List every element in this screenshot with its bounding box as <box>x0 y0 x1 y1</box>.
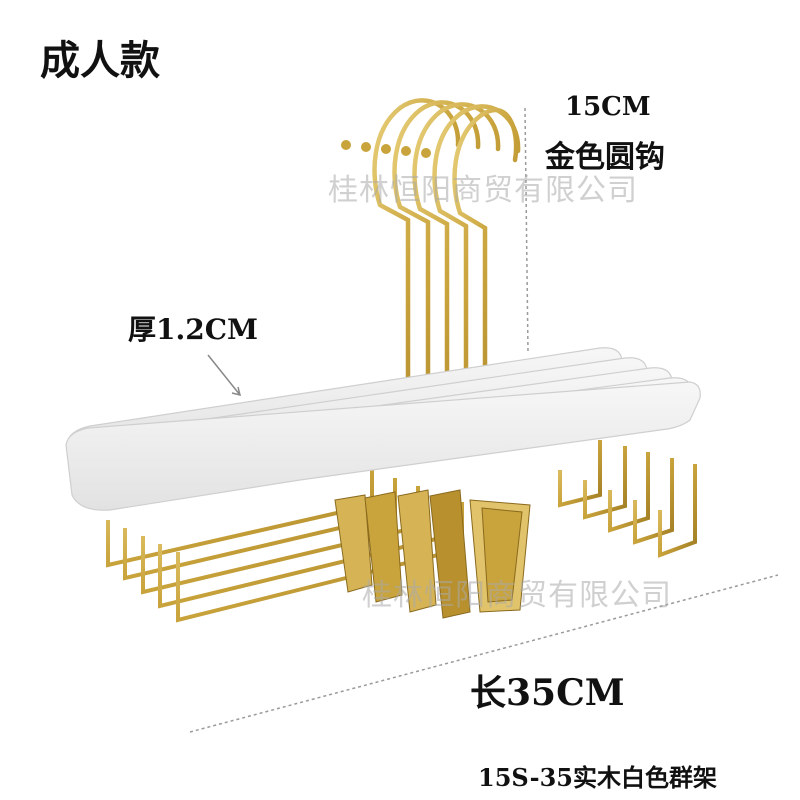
hook-size-label: 15CM <box>565 92 651 122</box>
wooden-bars <box>65 347 701 511</box>
watermark-bottom: 桂林恒阳商贸有限公司 <box>362 578 672 613</box>
thickness-arrow <box>207 354 241 396</box>
thickness-arrow-head <box>231 386 242 397</box>
thickness-label: 厚1.2CM <box>128 313 258 346</box>
watermark-top: 桂林恒阳商贸有限公司 <box>328 173 638 208</box>
hook-description-label: 金色圆钩 <box>545 140 665 175</box>
page-title: 成人款 <box>40 38 160 84</box>
gold-clips <box>334 489 531 619</box>
wire-loops <box>106 440 697 623</box>
gold-hooks <box>372 98 521 415</box>
model-label: 15S-35实木白色群架 <box>478 763 717 792</box>
hook-ball-tips <box>341 140 431 158</box>
height-dimension-line <box>524 107 529 353</box>
length-label: 长35CM <box>470 672 625 714</box>
